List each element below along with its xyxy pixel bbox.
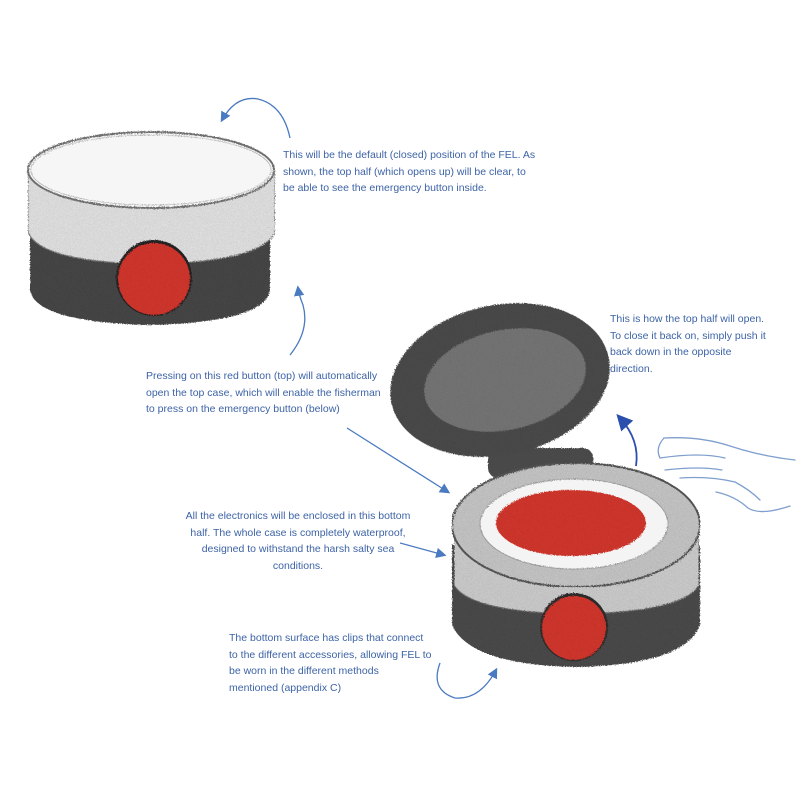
annotation-line: The bottom surface has clips that connec…	[229, 632, 424, 644]
annotation-line: shown, the top half (which opens up) wil…	[283, 165, 526, 178]
annotation-line: designed to withstand the harsh salty se…	[201, 543, 395, 555]
annotation-line: direction.	[610, 362, 653, 375]
curved-arrow-red-button	[289, 285, 306, 356]
annotation-line: Pressing on this red button (top) will a…	[146, 370, 378, 382]
annotation-default-position: This will be the default (closed) positi…	[283, 147, 535, 197]
annotation-line: be worn in the different methods	[229, 665, 379, 677]
annotation-red-button: Pressing on this red button (top) will a…	[146, 368, 381, 418]
annotation-bottom-half: All the electronics will be enclosed in …	[158, 508, 438, 574]
annotation-line: To close it back on, simply push it	[610, 329, 766, 342]
curved-arrow-top	[220, 97, 291, 139]
annotation-line: be able to see the emergency button insi…	[283, 182, 487, 194]
annotation-how-it-opens: This is how the top half will open. To c…	[610, 311, 766, 377]
annotation-line: to press on the emergency button (below)	[146, 403, 340, 415]
curved-arrow-bottom-surface	[436, 662, 498, 699]
open-device-sketch-icon	[390, 303, 701, 667]
curved-arrow-open-lid	[616, 414, 638, 467]
annotation-line: mentioned (appendix C)	[229, 681, 342, 694]
annotation-line: to the different accessories, allowing F…	[229, 648, 432, 661]
annotation-line: back down in the opposite	[610, 346, 732, 358]
annotation-line: This is how the top half will open.	[610, 313, 765, 325]
hand-sketch-icon	[657, 437, 796, 513]
annotation-line: half. The whole case is completely water…	[190, 526, 406, 539]
straight-arrow-to-bottom-half	[399, 542, 447, 558]
annotation-line: This will be the default (closed) positi…	[283, 149, 536, 161]
annotation-arrows	[220, 97, 638, 699]
straight-arrow-to-open-device	[346, 427, 451, 494]
closed-device-sketch-icon	[27, 131, 276, 325]
annotation-line: open the top case, which will enable the…	[146, 386, 381, 399]
annotation-line: conditions.	[272, 559, 324, 572]
annotation-line: All the electronics will be enclosed in …	[185, 510, 411, 522]
annotation-bottom-surface: The bottom surface has clips that connec…	[229, 630, 432, 696]
